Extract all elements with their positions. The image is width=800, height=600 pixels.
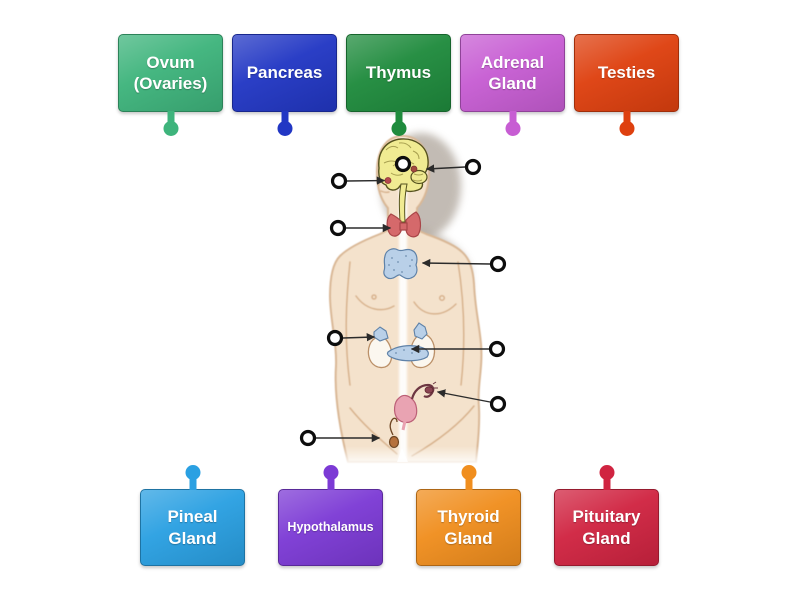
figure-bottom-fade (318, 446, 488, 466)
label-text: Thyroid Gland (437, 507, 500, 548)
label-card-pancreas[interactable]: Pancreas (232, 34, 337, 136)
hypothalamus-organ (410, 165, 418, 173)
label-card-ovum-ovaries[interactable]: Ovum (Ovaries) (118, 34, 223, 136)
label-text: Adrenal Gland (480, 52, 545, 93)
answer-spot-abdomen-left-adrenal[interactable] (326, 329, 376, 347)
answer-spot-pelvis-left-testis[interactable] (299, 429, 381, 447)
body-midline (399, 138, 407, 460)
label-text: Pancreas (246, 63, 323, 83)
label-text: Pituitary Gland (572, 507, 641, 548)
label-text: Pineal Gland (167, 507, 218, 548)
label-card-testies[interactable]: Testies (574, 34, 679, 136)
answer-spot-abdomen-pancreas[interactable] (410, 340, 506, 358)
pituitary-organ (384, 177, 392, 184)
thymus-organ (383, 248, 418, 280)
label-card-thyroid-gland[interactable]: Thyroid Gland (416, 465, 521, 566)
answer-spot-brain-right[interactable] (425, 158, 482, 176)
label-text: Hypothalamus (287, 519, 374, 534)
label-card-pituitary-gland[interactable]: Pituitary Gland (554, 465, 659, 566)
answer-spot-brain-center[interactable] (394, 155, 412, 173)
label-card-adrenal-gland[interactable]: Adrenal Gland (460, 34, 565, 136)
label-card-hypothalamus[interactable]: Hypothalamus (278, 465, 383, 566)
answer-spot-pelvis-right-ovary[interactable] (436, 389, 507, 413)
label-text: Thymus (365, 63, 432, 83)
adrenal-right-organ (413, 322, 428, 340)
label-card-pineal-gland[interactable]: Pineal Gland (140, 465, 245, 566)
answer-spot-brain-left[interactable] (330, 172, 386, 190)
answer-spot-chest-thymus[interactable] (421, 255, 507, 273)
ovary-organ (393, 381, 438, 431)
label-card-thymus[interactable]: Thymus (346, 34, 451, 136)
answer-spot-neck-thyroid[interactable] (329, 219, 392, 237)
label-text: Ovum (Ovaries) (133, 52, 208, 93)
label-text: Testies (597, 63, 656, 83)
